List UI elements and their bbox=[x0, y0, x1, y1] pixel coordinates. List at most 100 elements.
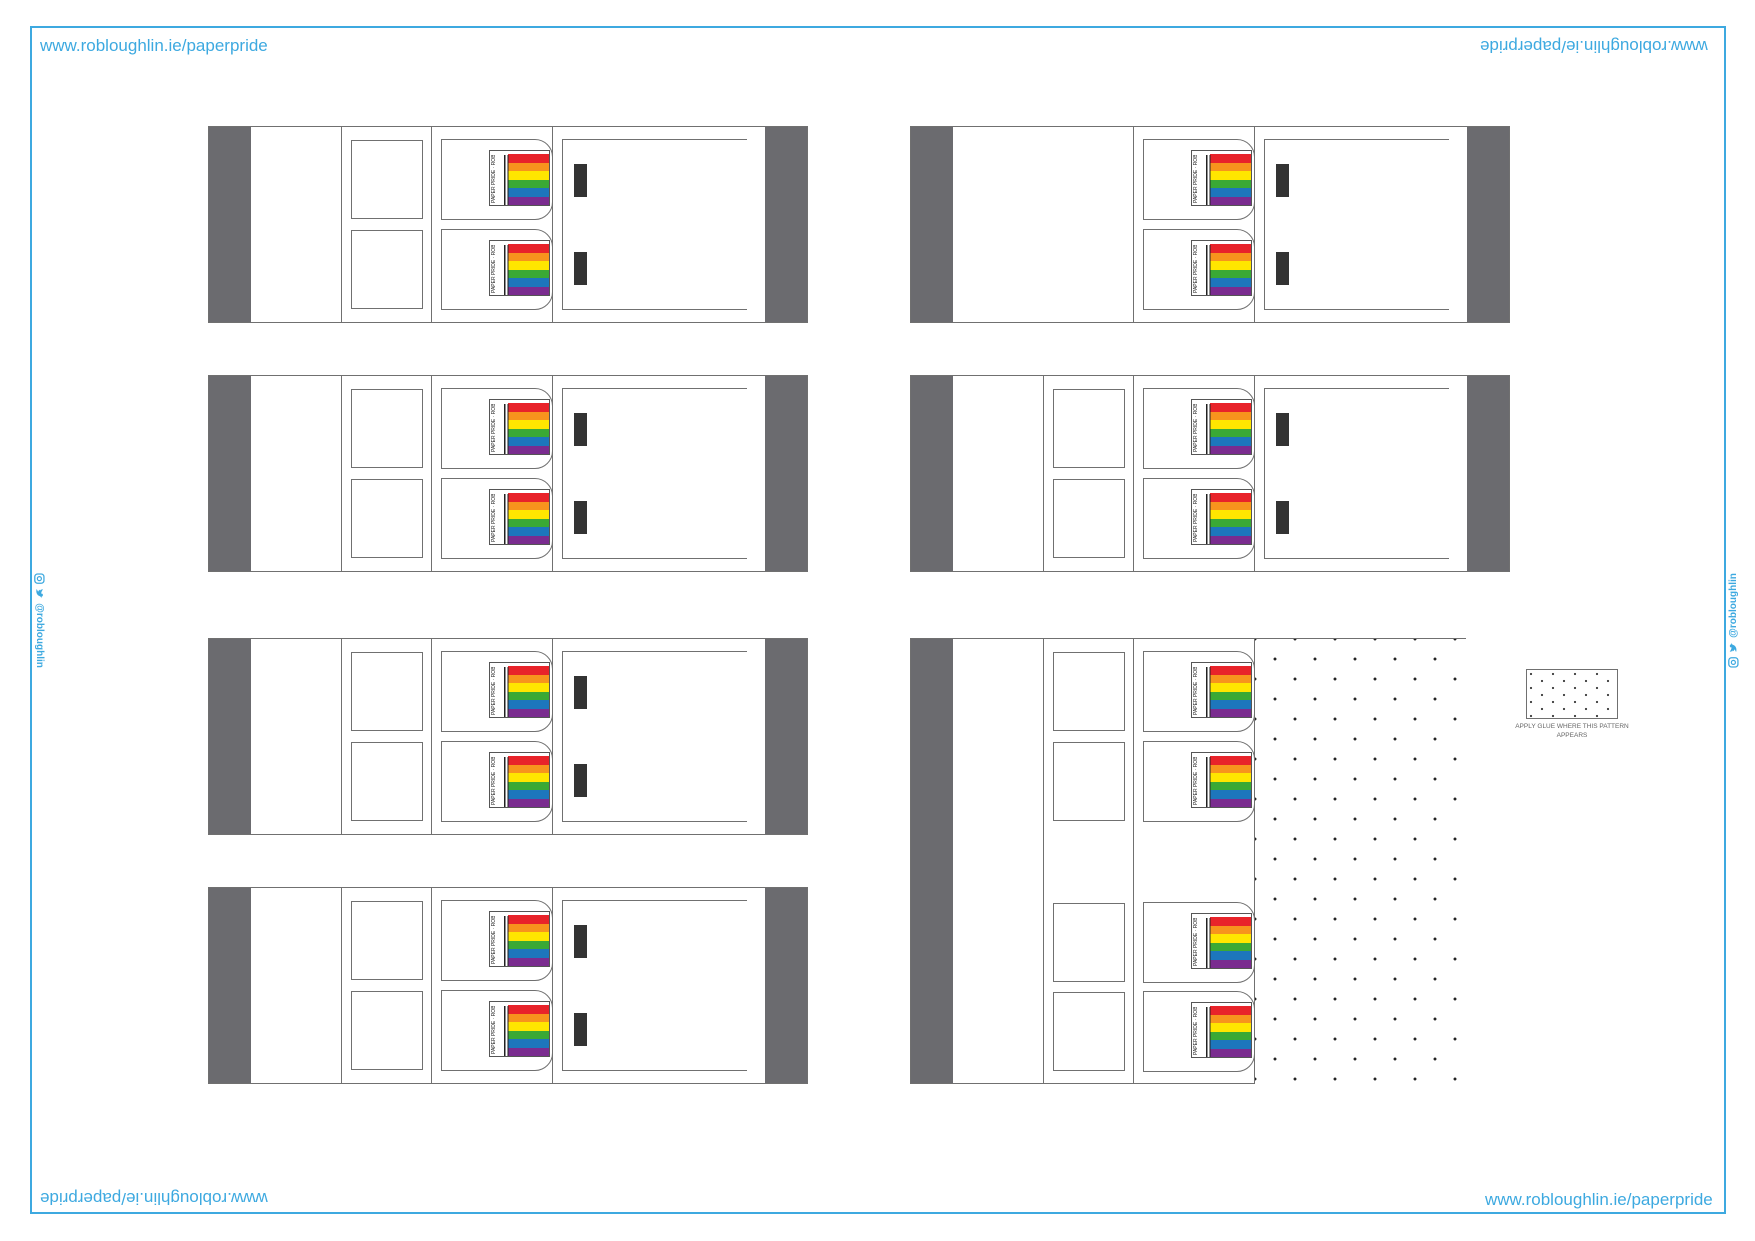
flag-stripes bbox=[508, 493, 549, 544]
url-bottom-right[interactable]: www.robloughlin.ie/paperpride bbox=[1485, 1190, 1713, 1209]
flag-stripe bbox=[508, 403, 549, 412]
rainbow-flag-artwork: PAPER PRIDE · ROB LOUGHLIN bbox=[1191, 913, 1252, 969]
fold-line bbox=[341, 639, 342, 834]
flag-stripe bbox=[508, 949, 549, 958]
fold-line bbox=[341, 888, 342, 1083]
flag-stripes bbox=[508, 1005, 549, 1056]
skyline-silhouette bbox=[1202, 245, 1216, 295]
flag-stripe bbox=[1210, 934, 1251, 943]
fold-line bbox=[431, 888, 432, 1083]
flag-stripe bbox=[508, 278, 549, 287]
flag-stripe bbox=[508, 773, 549, 782]
slot-cutout bbox=[574, 764, 587, 797]
roof-panel bbox=[562, 651, 747, 822]
flag-stripe bbox=[1210, 428, 1251, 437]
social-handle-left: @robloughlin bbox=[34, 573, 45, 668]
bus-window bbox=[351, 389, 423, 468]
flag-stripe bbox=[508, 244, 549, 253]
flag-stripe bbox=[1210, 1014, 1251, 1023]
flag-stripe bbox=[508, 445, 549, 454]
slot-cutout bbox=[574, 676, 587, 709]
flag-stripe bbox=[508, 518, 549, 527]
flag-stripe bbox=[1210, 411, 1251, 420]
rainbow-flag-artwork: PAPER PRIDE · ROB LOUGHLIN bbox=[1191, 1002, 1252, 1058]
roof-panel bbox=[1264, 388, 1449, 559]
flag-stripe bbox=[1210, 179, 1251, 188]
flag-stripes bbox=[508, 403, 549, 454]
url-bottom-left-inverted[interactable]: www.robloughlin.ie/paperpride bbox=[40, 1189, 268, 1208]
flag-stripe bbox=[1210, 261, 1251, 270]
flag-stripe bbox=[1210, 196, 1251, 205]
end-band-right bbox=[1467, 127, 1509, 322]
slot-cutout bbox=[574, 413, 587, 446]
flag-stripe bbox=[508, 428, 549, 437]
flag-stripe bbox=[1210, 286, 1251, 295]
flag-stripe bbox=[1210, 790, 1251, 799]
bus-base-piece: PAPER PRIDE · ROB LOUGHLIN PAPER PRIDE · … bbox=[910, 638, 1466, 1084]
url-top-right-inverted[interactable]: www.robloughlin.ie/paperpride bbox=[1480, 37, 1708, 56]
flag-stripe bbox=[508, 261, 549, 270]
bus-window bbox=[1053, 742, 1125, 821]
end-band-left bbox=[911, 376, 953, 571]
slot-cutout bbox=[574, 925, 587, 958]
fold-line bbox=[552, 888, 553, 1083]
slot-cutout bbox=[574, 252, 587, 285]
flag-stripe bbox=[508, 162, 549, 171]
glue-area bbox=[1255, 639, 1466, 1084]
rainbow-flag-artwork: PAPER PRIDE · ROB LOUGHLIN bbox=[1191, 150, 1252, 206]
rainbow-flag-artwork: PAPER PRIDE · ROB LOUGHLIN bbox=[489, 662, 550, 718]
flag-stripe bbox=[508, 798, 549, 807]
end-band-left bbox=[911, 639, 953, 1083]
roof-panel bbox=[1264, 139, 1449, 310]
flag-stripe bbox=[508, 179, 549, 188]
slot-cutout bbox=[1276, 413, 1289, 446]
flag-stripe bbox=[1210, 798, 1251, 807]
slot-cutout bbox=[574, 1013, 587, 1046]
flag-stripes bbox=[1210, 403, 1251, 454]
flag-stripe bbox=[1210, 535, 1251, 544]
instagram-icon bbox=[1728, 657, 1739, 668]
flag-stripe bbox=[1210, 188, 1251, 197]
flag-stripe bbox=[508, 171, 549, 180]
rainbow-flag-artwork: PAPER PRIDE · ROB LOUGHLIN bbox=[1191, 240, 1252, 296]
fold-line bbox=[431, 639, 432, 834]
end-band-right bbox=[765, 639, 807, 834]
flag-stripe bbox=[508, 781, 549, 790]
flag-stripe bbox=[1210, 403, 1251, 412]
fold-line bbox=[1043, 376, 1044, 571]
flag-caption: PAPER PRIDE · ROB LOUGHLIN bbox=[491, 757, 497, 805]
flag-stripe bbox=[1210, 269, 1251, 278]
url-top-left[interactable]: www.robloughlin.ie/paperpride bbox=[40, 36, 268, 55]
fold-line bbox=[431, 376, 432, 571]
flag-caption: PAPER PRIDE · ROB LOUGHLIN bbox=[491, 1006, 497, 1054]
skyline-silhouette bbox=[500, 757, 514, 807]
fold-line bbox=[1133, 127, 1134, 322]
glue-pattern-sample bbox=[1526, 669, 1618, 719]
flag-stripe bbox=[508, 493, 549, 502]
rainbow-flag-artwork: PAPER PRIDE · ROB LOUGHLIN bbox=[489, 399, 550, 455]
social-handle-right: @robloughlin bbox=[1728, 573, 1739, 668]
flag-stripe bbox=[1210, 756, 1251, 765]
flag-caption: PAPER PRIDE · ROB LOUGHLIN bbox=[1193, 667, 1199, 715]
flag-stripe bbox=[508, 411, 549, 420]
fold-line bbox=[341, 127, 342, 322]
fold-line bbox=[341, 376, 342, 571]
bus-window bbox=[351, 230, 423, 309]
fold-line bbox=[1254, 376, 1255, 571]
flag-stripe bbox=[1210, 925, 1251, 934]
flag-stripe bbox=[1210, 501, 1251, 510]
bus-window bbox=[1053, 903, 1125, 982]
roof-panel bbox=[562, 900, 747, 1071]
flag-stripe bbox=[508, 527, 549, 536]
roof-panel bbox=[562, 139, 747, 310]
flag-stripes bbox=[508, 244, 549, 295]
flag-stripes bbox=[1210, 244, 1251, 295]
flag-stripe bbox=[1210, 773, 1251, 782]
slot-cutout bbox=[574, 501, 587, 534]
flag-stripe bbox=[508, 1013, 549, 1022]
flag-stripe bbox=[1210, 1023, 1251, 1032]
flag-stripe bbox=[1210, 1006, 1251, 1015]
end-band-left bbox=[911, 127, 953, 322]
